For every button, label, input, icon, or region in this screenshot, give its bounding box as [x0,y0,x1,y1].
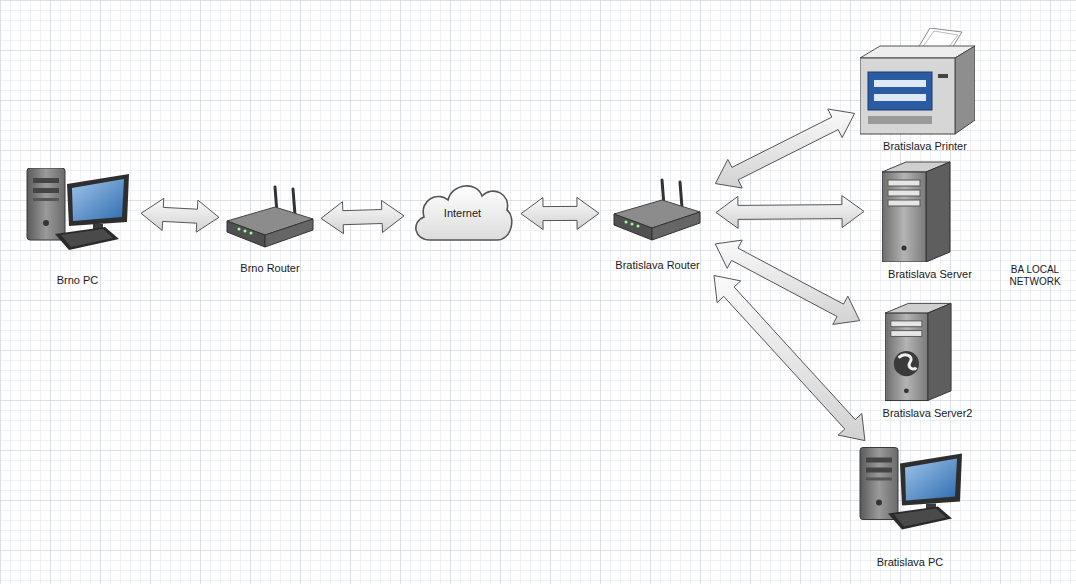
block-arrow [321,201,404,234]
block-arrow [716,196,864,229]
printer-node: Bratislava Printer [860,25,990,153]
device-label: Brno PC [20,273,135,287]
device-label: Bratislava Server [870,267,990,281]
device-label: Bratislava Printer [860,139,990,153]
pc-icon-node: Brno PC [20,165,135,287]
server-node: Bratislava Server2 [865,297,990,420]
device-label: Bratislava Router [605,258,710,272]
device-label: Bratislava Server2 [865,406,990,420]
pc-icon-node: Bratislava PC [850,445,970,569]
cloud-node: Internet [410,178,515,248]
device-label: Bratislava PC [850,555,970,569]
device-label: Internet [410,206,515,220]
router-node: Bratislava Router [605,175,710,272]
network-note: BA LOCAL NETWORK [1004,264,1066,288]
server-node: Bratislava Server [870,158,990,281]
router-node: Brno Router [225,182,315,275]
block-arrow [714,276,865,441]
device-label: Brno Router [225,261,315,275]
block-arrow [141,198,219,232]
block-arrow [521,197,599,229]
block-arrow [715,109,854,188]
